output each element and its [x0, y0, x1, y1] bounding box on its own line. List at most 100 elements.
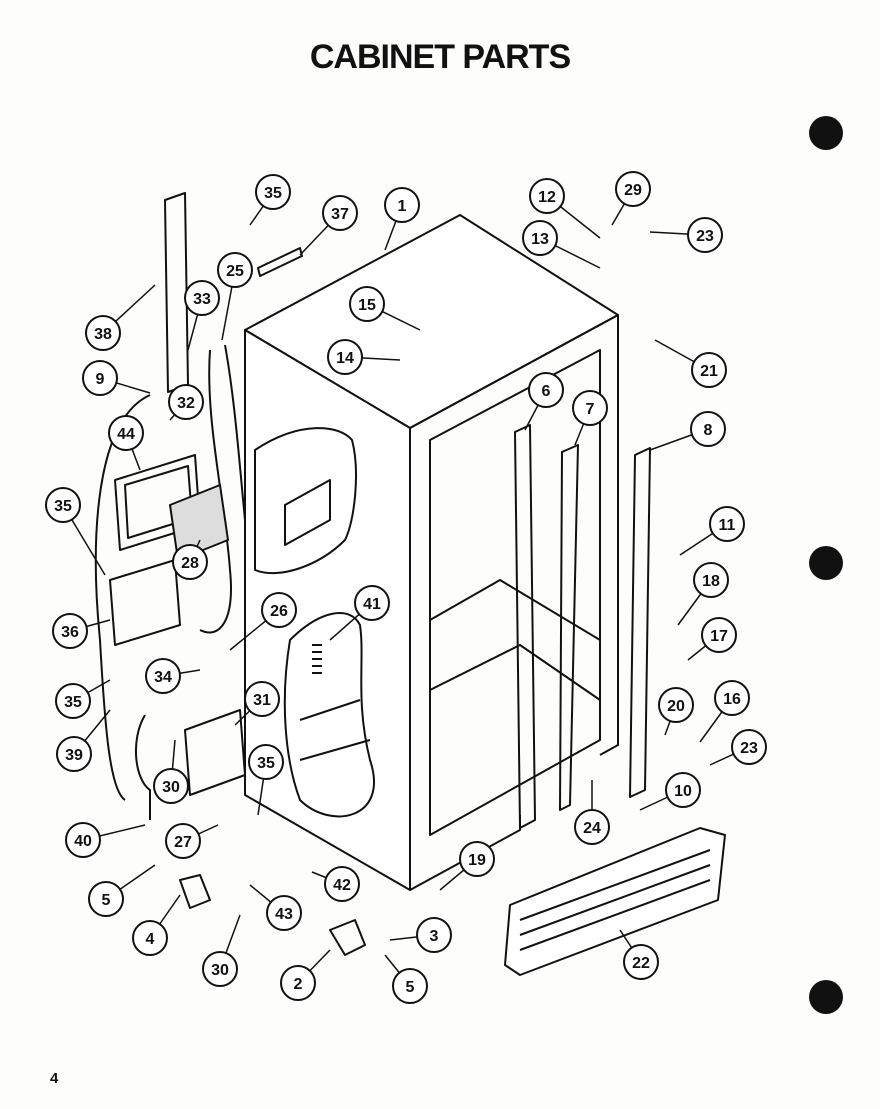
- callout-circle: [132, 920, 168, 956]
- callout-label: 25: [226, 263, 244, 280]
- callout-7: 7: [572, 390, 608, 426]
- callout-circle: [529, 178, 565, 214]
- callout-24: 24: [574, 809, 610, 845]
- callout-circle: [658, 687, 694, 723]
- page-title: CABINET PARTS: [309, 38, 571, 76]
- callout-10: 10: [665, 772, 701, 808]
- callout-35: 35: [255, 174, 291, 210]
- callout-circle: [322, 195, 358, 231]
- callout-label: 11: [719, 517, 736, 534]
- callout-25: 25: [217, 252, 253, 288]
- callout-circle: [574, 809, 610, 845]
- callout-23: 23: [687, 217, 723, 253]
- callout-label: 44: [117, 426, 135, 443]
- callout-34: 34: [145, 658, 181, 694]
- callout-14: 14: [327, 339, 363, 375]
- callout-label: 5: [406, 979, 415, 996]
- callout-label: 43: [275, 906, 293, 923]
- callout-circle: [690, 411, 726, 447]
- callout-circle: [392, 968, 428, 1004]
- callout-label: 23: [740, 740, 758, 757]
- callout-33: 33: [184, 280, 220, 316]
- callout-circle: [52, 613, 88, 649]
- callout-circle: [327, 339, 363, 375]
- callout-31: 31: [244, 681, 280, 717]
- callout-30: 30: [202, 951, 238, 987]
- callout-circle: [665, 772, 701, 808]
- callout-9: 9: [82, 360, 118, 396]
- callout-circle: [82, 360, 118, 396]
- callout-18: 18: [693, 562, 729, 598]
- callout-label: 24: [583, 820, 601, 837]
- callout-36: 36: [52, 613, 88, 649]
- callout-27: 27: [165, 823, 201, 859]
- callout-2: 2: [280, 965, 316, 1001]
- callout-circle: [165, 823, 201, 859]
- callout-37: 37: [322, 195, 358, 231]
- callout-circle: [615, 171, 651, 207]
- callout-circle: [416, 917, 452, 953]
- callout-label: 35: [54, 498, 72, 515]
- callout-label: 37: [331, 206, 349, 223]
- callout-circle: [324, 866, 360, 902]
- strip-8: [629, 447, 651, 798]
- callout-39: 39: [56, 736, 92, 772]
- callout-label: 3: [430, 928, 439, 945]
- callout-circle: [248, 744, 284, 780]
- callout-circle: [731, 729, 767, 765]
- callout-circle: [528, 372, 564, 408]
- callout-circle: [255, 174, 291, 210]
- callout-circle: [572, 390, 608, 426]
- callout-circle: [56, 736, 92, 772]
- callout-circle: [701, 617, 737, 653]
- callout-12: 12: [529, 178, 565, 214]
- callout-label: 31: [253, 692, 271, 709]
- callout-label: 40: [74, 833, 92, 850]
- callout-label: 22: [632, 955, 650, 972]
- strip-7: [559, 444, 579, 811]
- callout-43: 43: [266, 895, 302, 931]
- binder-hole: [809, 116, 843, 150]
- callout-label: 5: [102, 892, 111, 909]
- callout-circle: [172, 544, 208, 580]
- callout-label: 27: [174, 834, 192, 851]
- callout-label: 32: [177, 395, 195, 412]
- callout-label: 29: [624, 182, 642, 199]
- callout-circle: [349, 286, 385, 322]
- callout-42: 42: [324, 866, 360, 902]
- callout-circle: [108, 415, 144, 451]
- callout-label: 21: [700, 363, 718, 380]
- callout-40: 40: [65, 822, 101, 858]
- callout-5: 5: [392, 968, 428, 1004]
- callout-circle: [280, 965, 316, 1001]
- callout-label: 10: [674, 783, 692, 800]
- callout-label: 14: [336, 350, 354, 367]
- callout-circle: [623, 944, 659, 980]
- binder-hole: [809, 546, 843, 580]
- callout-44: 44: [108, 415, 144, 451]
- callout-17: 17: [701, 617, 737, 653]
- callout-label: 18: [702, 573, 720, 590]
- callout-11: 11: [709, 506, 745, 542]
- callout-26: 26: [261, 592, 297, 628]
- callout-circle: [65, 822, 101, 858]
- callout-label: 9: [96, 371, 105, 388]
- callout-circle: [145, 658, 181, 694]
- callout-circle: [687, 217, 723, 253]
- callout-label: 41: [363, 596, 381, 613]
- callout-label: 2: [294, 976, 303, 993]
- callout-label: 13: [531, 231, 549, 248]
- callout-8: 8: [690, 411, 726, 447]
- callout-29: 29: [615, 171, 651, 207]
- callout-circle: [693, 562, 729, 598]
- callout-16: 16: [714, 680, 750, 716]
- callout-label: 4: [146, 931, 155, 948]
- callout-label: 35: [264, 185, 282, 202]
- callout-35: 35: [248, 744, 284, 780]
- binder-hole: [809, 980, 843, 1014]
- callout-label: 30: [162, 779, 180, 796]
- cabinet-front-post: [409, 314, 619, 756]
- callout-28: 28: [172, 544, 208, 580]
- callout-38: 38: [85, 315, 121, 351]
